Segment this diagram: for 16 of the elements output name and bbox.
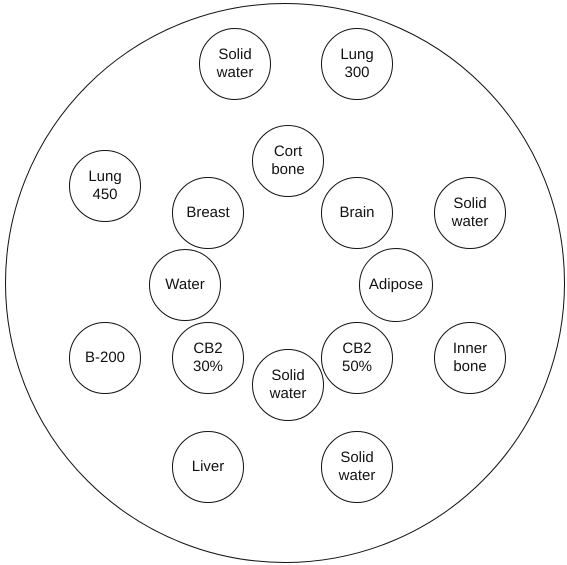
insert-label: Solid water xyxy=(216,46,254,82)
insert-label: Solid water xyxy=(450,195,490,231)
insert-label: CB2 50% xyxy=(340,340,374,376)
insert-label: CB2 30% xyxy=(192,340,224,376)
insert-label: Cort bone xyxy=(270,143,306,179)
insert-label: Lung 450 xyxy=(87,168,123,204)
insert-label: Liver xyxy=(190,458,226,476)
insert-label: Inner bone xyxy=(452,340,488,376)
insert-label: Solid water xyxy=(338,449,376,485)
insert-label: Brain xyxy=(338,204,376,222)
insert-label: Solid water xyxy=(268,367,308,403)
insert-label: Water xyxy=(164,276,206,294)
insert-label: Lung 300 xyxy=(339,46,375,82)
insert-label: Adipose xyxy=(368,276,424,294)
insert-label: B-200 xyxy=(84,349,126,367)
insert-label: Breast xyxy=(185,204,231,222)
